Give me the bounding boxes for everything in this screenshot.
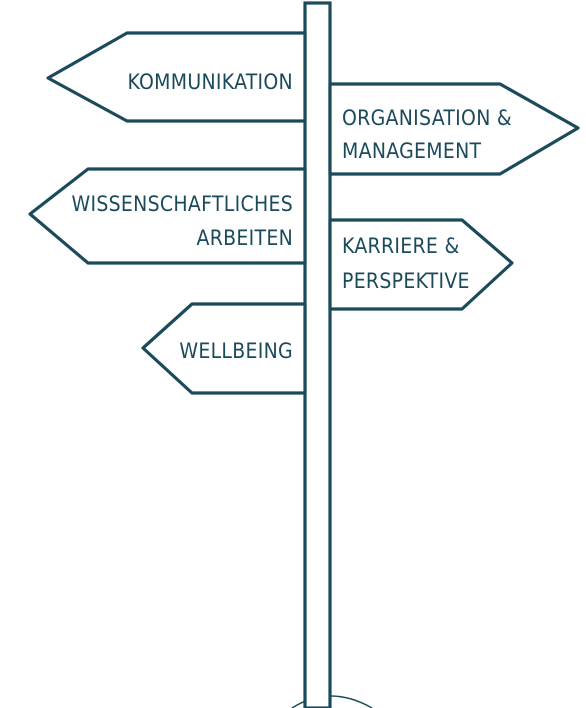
- sign-label: Kommunikation: [127, 70, 293, 94]
- sign-karriere-perspektive: Karriere & Perspektive: [328, 218, 514, 311]
- sign-label: Management: [342, 139, 482, 163]
- sign-label: Perspektive: [342, 269, 470, 293]
- sign-label: Wissenschaftliches: [71, 192, 293, 216]
- signpost-pole: [303, 1, 332, 708]
- sign-label: Karriere &: [342, 234, 460, 258]
- sign-wellbeing: Wellbeing: [141, 302, 307, 395]
- sign-organisation-management: Organisation & Management: [328, 82, 580, 176]
- sign-label: Wellbeing: [179, 339, 293, 363]
- sign-label: Organisation &: [342, 106, 512, 130]
- sign-kommunikation: Kommunikation: [46, 31, 307, 123]
- sign-label: Arbeiten: [196, 226, 293, 250]
- sign-wissenschaftliches-arbeiten: Wissenschaftliches Arbeiten: [28, 167, 307, 265]
